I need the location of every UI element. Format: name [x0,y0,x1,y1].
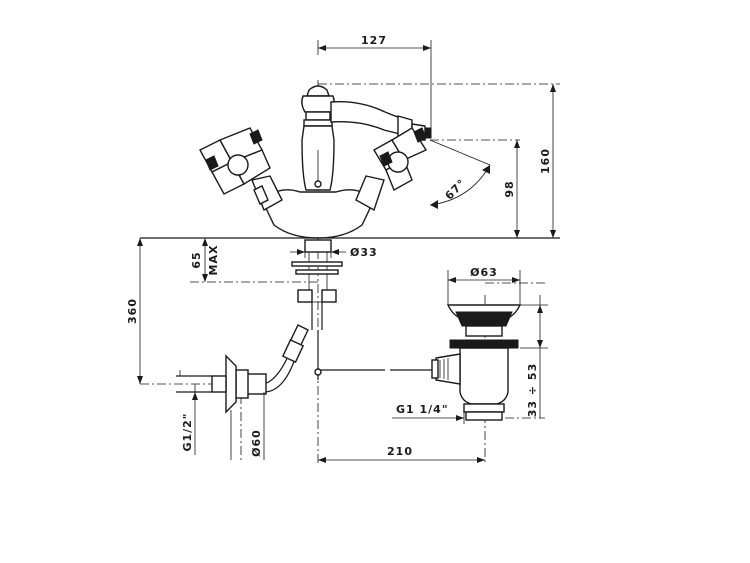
right-handle-icon [373,127,428,191]
label-waste-distance: 210 [387,445,413,458]
supply-assembly-icon [176,239,385,414]
dim-waste-thread: G1 1/4" [392,403,465,424]
label-waste-diameter: Ø63 [470,266,498,279]
dim-top-width: 127 [317,34,432,130]
dim-supply-thread: G1/2" [181,384,198,455]
label-supply-thread: G1/2" [181,412,194,451]
dim-height-total: 160 [539,84,556,238]
dim-waste-distance: 210 [318,445,485,463]
label-deck-thickness: 65 [190,251,203,268]
label-hole-diameter: Ø33 [350,246,378,259]
dim-deck-thickness: 65 MAX [190,238,220,282]
waste-icon [390,304,522,421]
faucet-icon [199,85,491,239]
label-deck-max: MAX [207,245,220,276]
dim-waste-diameter: Ø63 [447,266,521,305]
label-height-total: 160 [539,148,552,174]
label-spout-height: 98 [503,180,516,197]
dim-hole-diameter: Ø33 [290,244,378,259]
label-waste-adjust: 33 ÷ 53 [526,363,539,418]
dim-escutcheon-diameter: Ø60 [230,392,265,460]
label-waste-thread: G1 1/4" [396,403,449,416]
label-spout-angle: 67° [443,177,469,203]
dim-waste-adjust: 33 ÷ 53 [520,295,548,418]
dim-supply-length: 360 [126,238,143,384]
left-handle-icon [199,127,271,195]
label-supply-length: 360 [126,298,139,324]
label-escutcheon-diameter: Ø60 [250,429,263,457]
label-top-width: 127 [361,34,387,47]
dim-spout-height: 98 [503,140,520,238]
